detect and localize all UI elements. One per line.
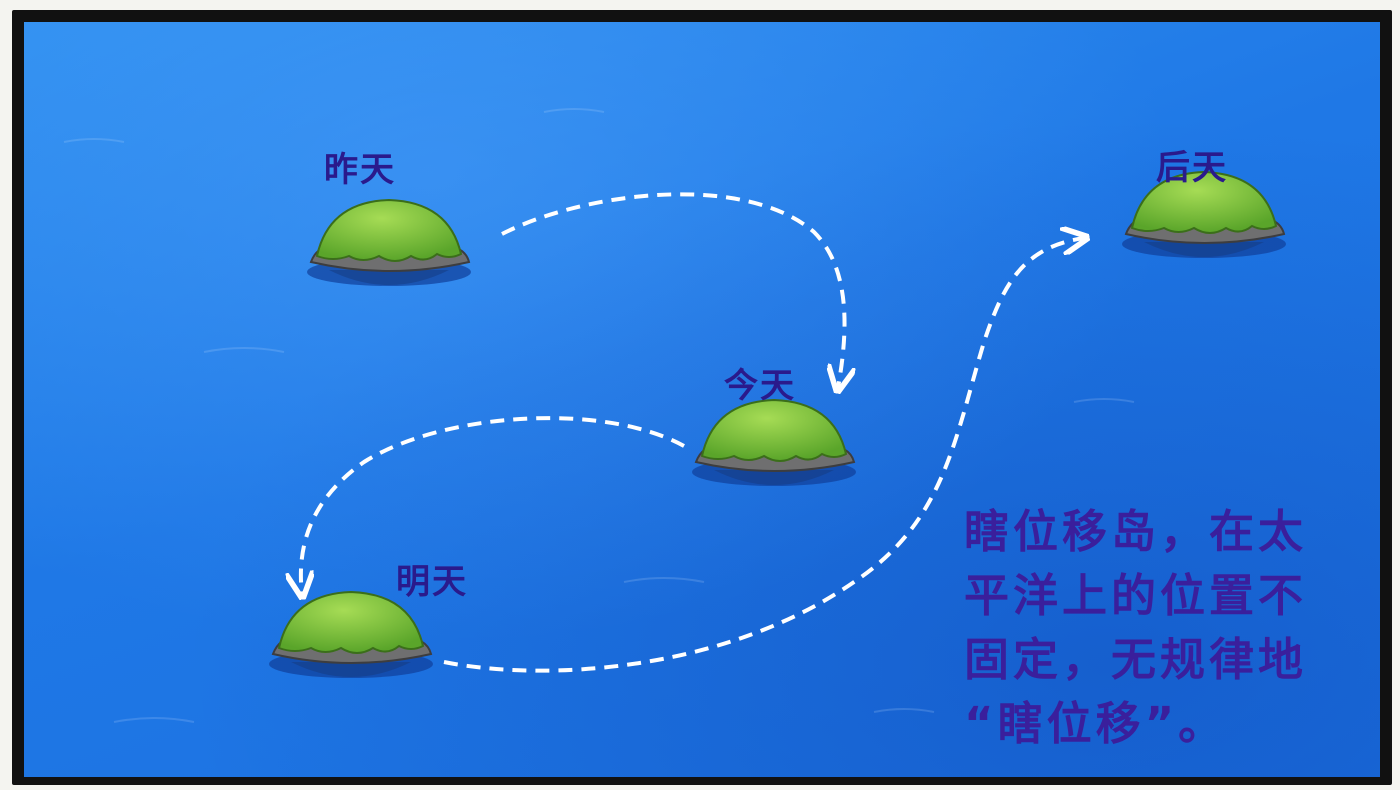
water-texture xyxy=(63,108,1135,723)
label-today: 今天 xyxy=(724,366,796,406)
caption-line-2: 平洋上的位置不 xyxy=(964,569,1308,622)
island-today xyxy=(692,398,856,486)
island-yesterday xyxy=(307,198,471,286)
caption-line-3: 固定，无规律地 xyxy=(964,633,1308,686)
arrow-yesterday-to-today xyxy=(501,192,845,388)
caption-line-4: “瞎位移”。 xyxy=(964,697,1228,750)
caption-line-1: 瞎位移岛，在太 xyxy=(964,505,1308,558)
arrow-tomorrow-to-day-after xyxy=(443,238,1084,673)
label-day-after-tomorrow: 后天 xyxy=(1156,148,1228,188)
comic-panel: 昨天 今天 明天 后天 瞎位移岛，在太 平洋上的位置不 固定，无规律地 “瞎位移… xyxy=(12,10,1392,785)
caption-text: 瞎位移岛，在太 平洋上的位置不 固定，无规律地 “瞎位移”。 xyxy=(964,500,1364,756)
ocean-background: 昨天 今天 明天 后天 瞎位移岛，在太 平洋上的位置不 固定，无规律地 “瞎位移… xyxy=(24,22,1380,777)
island-day-after-tomorrow xyxy=(1122,170,1286,258)
island-scene xyxy=(63,108,1286,723)
label-yesterday: 昨天 xyxy=(324,150,396,190)
arrow-today-to-tomorrow xyxy=(301,416,685,594)
label-tomorrow: 明天 xyxy=(396,562,468,602)
island-tomorrow xyxy=(269,590,433,678)
